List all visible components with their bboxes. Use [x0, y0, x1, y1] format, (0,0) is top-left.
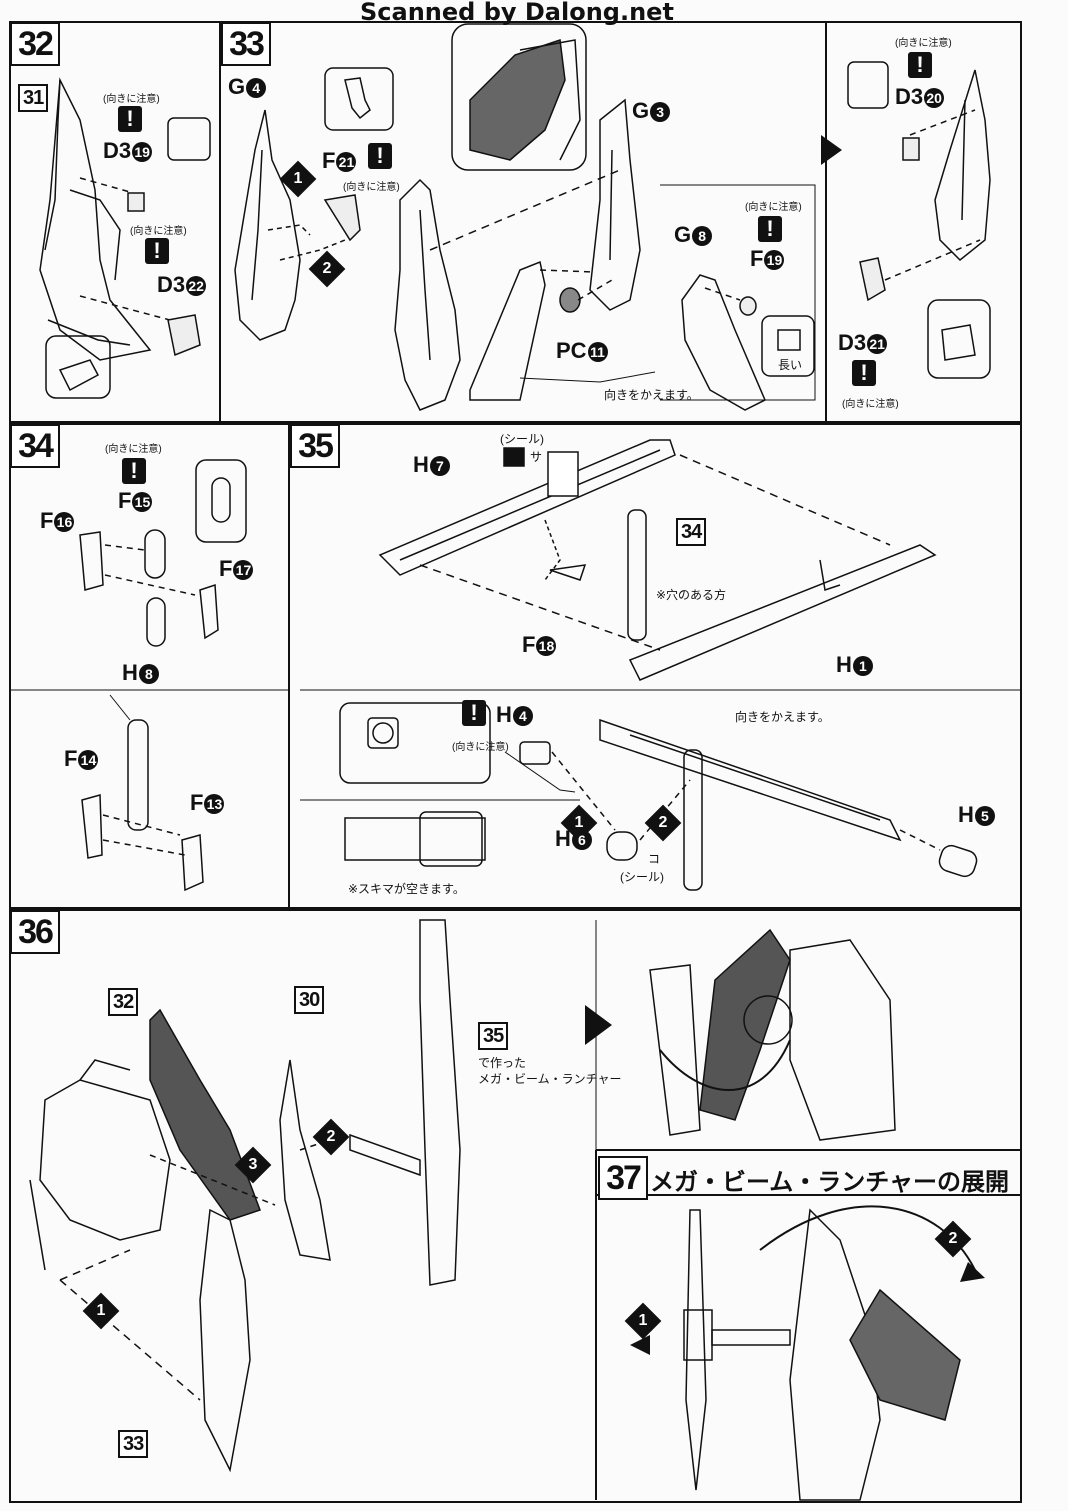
step-37-number: 37 [598, 1156, 648, 1200]
order-marker-2: 2 [644, 804, 682, 842]
caution-note: (向きに注意) [452, 742, 509, 753]
step34-art [79, 459, 247, 892]
order-marker-2: 2 [312, 1118, 350, 1156]
step-34-number: 34 [10, 424, 60, 468]
launcher-name: メガ・ビーム・ランチャー [478, 1072, 622, 1086]
warning-icon: ! [852, 360, 876, 386]
seal-ko: コ [648, 852, 661, 866]
warning-icon: ! [122, 458, 146, 484]
order-marker-1: 1 [624, 1302, 662, 1340]
order-marker-2: 2 [308, 250, 346, 288]
step36-art [29, 919, 896, 1473]
order-marker-3: 3 [234, 1146, 272, 1184]
step-35-ref-34: 34 [676, 518, 707, 546]
step32-art [39, 77, 211, 399]
step33-art [234, 23, 816, 411]
turn-around-note: 向きをかえます。 [604, 388, 699, 402]
turn-around-note: 向きをかえます。 [735, 710, 830, 724]
step37-art [630, 1205, 985, 1501]
step-32-number: 32 [10, 22, 60, 66]
step-36-ref-32: 32 [108, 988, 139, 1016]
step35b-art [300, 702, 978, 891]
caution-note: (向きに注意) [105, 444, 162, 455]
step-36-number: 36 [10, 910, 60, 954]
warning-icon: ! [908, 52, 932, 78]
warning-icon: ! [758, 216, 782, 242]
seal-label: (シール) [620, 870, 664, 884]
step33b-art [821, 61, 991, 379]
caution-note: (向きに注意) [130, 226, 187, 237]
step-35-number: 35 [290, 424, 340, 468]
warning-icon: ! [118, 106, 142, 132]
order-marker-1: 1 [82, 1292, 120, 1330]
order-marker-2: 2 [934, 1220, 972, 1258]
caution-note: (向きに注意) [842, 399, 899, 410]
warning-icon: ! [368, 143, 392, 169]
caution-note: (向きに注意) [895, 38, 952, 49]
warning-icon: ! [145, 238, 169, 264]
warning-icon: ! [462, 700, 486, 726]
step-36-ref-33: 33 [118, 1430, 149, 1458]
seal-label: (シール) [500, 432, 544, 446]
step-36-ref-30: 30 [294, 986, 325, 1014]
caution-note: (向きに注意) [343, 182, 400, 193]
order-marker-1: 1 [279, 160, 317, 198]
hole-note: ※穴のある方 [656, 588, 727, 602]
step-33-number: 33 [221, 22, 271, 66]
step-32-ref: 31 [18, 84, 49, 112]
long-side-note: 長い [778, 358, 803, 372]
gap-note: ※スキマが空きます。 [348, 882, 465, 896]
made-with-note: で作った [478, 1056, 527, 1070]
seal-sa: サ [530, 450, 543, 464]
step-37-title: メガ・ビーム・ランチャーの展開 [650, 1169, 1010, 1196]
caution-note: (向きに注意) [745, 202, 802, 213]
step35-art [378, 439, 937, 681]
step-36-ref-35: 35 [478, 1022, 509, 1050]
caution-note: (向きに注意) [103, 94, 160, 105]
